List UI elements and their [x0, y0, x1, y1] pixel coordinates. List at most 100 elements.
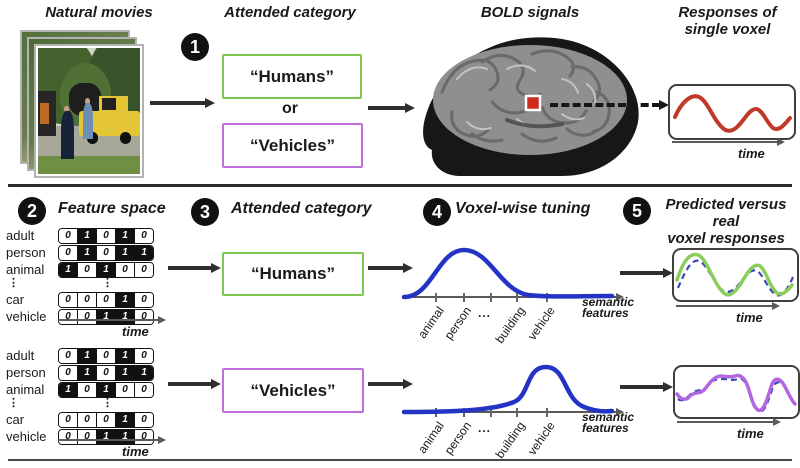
matrix-cell: 0	[78, 382, 97, 397]
matrix-cell: 1	[78, 348, 97, 363]
matrix-cell: 1	[97, 262, 116, 277]
matrix-cell: 0	[59, 228, 78, 243]
bottom-divider	[8, 459, 792, 461]
matrix-cell: 1	[97, 429, 116, 444]
matrix-cell: 1	[116, 245, 135, 260]
humans-box-row: “Humans”	[222, 252, 364, 296]
matrix-cell: 0	[135, 382, 153, 397]
tuning-plot-vehicles: animal person ... building vehicle seman…	[398, 355, 634, 467]
step-5-badge: 5	[623, 197, 651, 225]
photo-wheel-rear	[119, 132, 131, 144]
time-axis-prediction-humans	[676, 302, 780, 310]
time-label-prediction-humans: time	[736, 310, 763, 325]
tuning-curve-humans	[401, 247, 615, 300]
matrix-cell: 0	[59, 309, 78, 324]
arrow-features-to-category-vehicles	[168, 379, 221, 389]
movie-frame-front	[34, 44, 144, 178]
time-label-top: time	[738, 146, 765, 161]
tick-label-dots: ...	[478, 306, 492, 320]
matrix-cell: 0	[97, 348, 116, 363]
tuning-curve-vehicles	[401, 364, 615, 415]
brain-gyri-light	[456, 64, 597, 131]
responses-title-line2: single voxel	[684, 21, 771, 38]
photo-person2	[82, 103, 94, 139]
matrix-cell: 1	[59, 382, 78, 397]
predicted-curve-purple	[675, 373, 797, 412]
arrow-category-to-tuning-vehicles	[368, 379, 413, 389]
brain-illustration	[423, 37, 639, 177]
matrix-cell: 1	[78, 228, 97, 243]
semantic-label-line2: features	[582, 421, 629, 435]
matrix-cell: 0	[135, 228, 153, 243]
voxel-marker	[524, 94, 542, 112]
matrix-cell: 0	[135, 412, 153, 427]
feature-space-title: Feature space	[58, 200, 166, 217]
brain-sylvian-fissure	[505, 118, 564, 129]
matrix-cell: 0	[116, 382, 135, 397]
matrix-cell: 0	[59, 365, 78, 380]
matrix-cell: 0	[59, 292, 78, 307]
arrow-category-to-tuning-humans	[368, 263, 413, 273]
row-label: adult	[6, 228, 35, 243]
matrix-cell: 1	[135, 365, 153, 380]
matrix-cell: 1	[78, 365, 97, 380]
vehicles-box-row: “Vehicles”	[222, 368, 364, 413]
semantic-label-line1: semantic	[582, 410, 635, 424]
matrix-cell: 0	[135, 309, 153, 324]
time-axis-matrix-humans	[58, 316, 166, 324]
semantic-axis-vehicles	[402, 408, 624, 416]
matrix-cell: 1	[97, 382, 116, 397]
ellipsis: ⋮	[8, 277, 19, 289]
time-label-matrix-vehicles: time	[122, 444, 149, 459]
arrow-features-to-category-humans	[168, 263, 221, 273]
voxel-response-plot	[668, 84, 796, 140]
matrix-cell: 0	[116, 262, 135, 277]
matrix-ellipsis-row: ⋮⋮	[2, 397, 162, 410]
row-label: animal	[6, 262, 45, 277]
matrix-cell: 0	[78, 292, 97, 307]
axis-tick	[490, 408, 492, 417]
attended-category-title-top: Attended category	[224, 4, 356, 21]
humans-label: “Humans”	[250, 264, 336, 283]
natural-movies-title: Natural movies	[45, 4, 153, 21]
photo-grass	[38, 156, 140, 174]
matrix-cell: 1	[116, 365, 135, 380]
time-axis-prediction-vehicles	[677, 418, 781, 426]
matrix-cell: 0	[97, 292, 116, 307]
matrix-cell: 0	[78, 309, 97, 324]
ellipsis: ⋮	[102, 397, 113, 409]
row-label: person	[6, 245, 46, 260]
ellipsis: ⋮	[8, 397, 19, 409]
tuning-plot-humans: animal person ... building vehicle seman…	[398, 240, 634, 352]
matrix-cell: 1	[59, 262, 78, 277]
arrow-movies-to-category	[150, 98, 215, 108]
semantic-axis-humans	[402, 293, 624, 301]
photo-person2-head	[84, 98, 90, 105]
step-4-badge: 4	[423, 198, 451, 226]
time-axis-top	[672, 138, 785, 146]
prediction-plot-humans	[672, 248, 799, 302]
matrix-ellipsis-row: ⋮⋮	[2, 277, 162, 290]
matrix-cell: 0	[135, 348, 153, 363]
responses-title-line1: Responses of	[678, 4, 777, 21]
semantic-label-line1: semantic	[582, 295, 635, 309]
humans-label: “Humans”	[249, 66, 335, 86]
matrix-cell: 0	[78, 412, 97, 427]
axis-tick	[516, 293, 518, 302]
predicted-title-line2: voxel responses	[667, 230, 785, 247]
matrix-cell: 1	[116, 292, 135, 307]
matrix-cell: 1	[78, 245, 97, 260]
step-3-badge: 3	[191, 198, 219, 226]
matrix-cell: 0	[135, 292, 153, 307]
section-divider	[8, 184, 792, 187]
ellipsis: ⋮	[102, 277, 113, 289]
